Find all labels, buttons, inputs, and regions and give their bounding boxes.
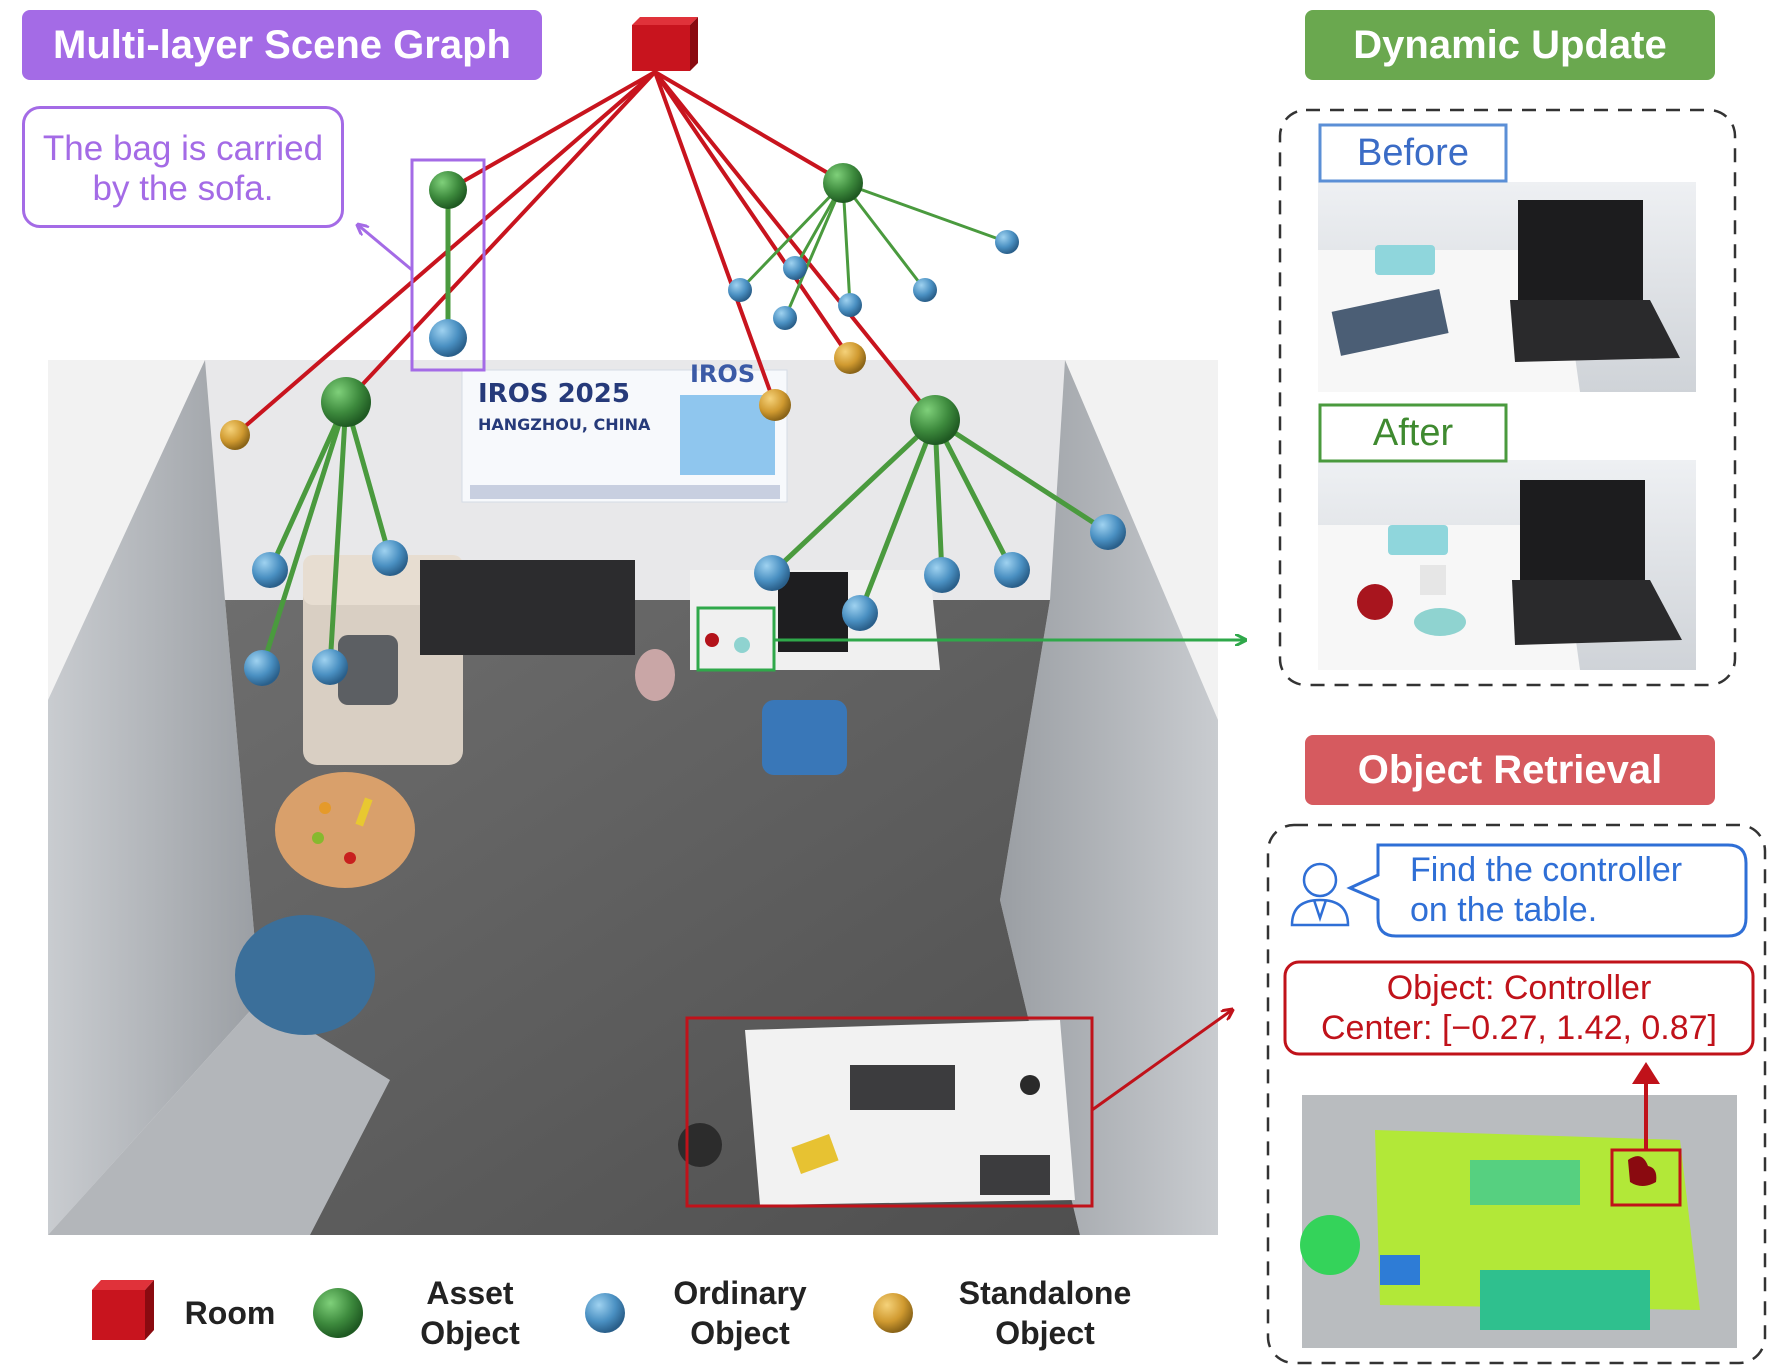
retrieval-arrow	[1091, 1010, 1232, 1112]
blue-chair	[762, 700, 847, 775]
query-line-1: Find the controller	[1410, 851, 1683, 889]
scene-graph-heading: Multi-layer Scene Graph	[22, 10, 542, 80]
asset-node	[321, 377, 371, 427]
poster-subtitle: HANGZHOU, CHINA	[478, 415, 651, 434]
ordinary-node	[913, 278, 937, 302]
annotation-line-2: by the sofa.	[92, 169, 274, 208]
ordinary-node	[842, 595, 878, 631]
standalone-node	[834, 342, 866, 374]
legend-room-line1: Room	[184, 1295, 276, 1331]
trash-bin	[635, 649, 675, 701]
poster-title: IROS 2025	[478, 379, 630, 409]
user-icon	[1290, 862, 1350, 927]
white-desk	[745, 1020, 1075, 1205]
legend-ordinary-line2: Object	[690, 1315, 790, 1351]
room-node-cube	[632, 17, 698, 71]
ordinary-node	[754, 555, 790, 591]
after-label: After	[1323, 408, 1503, 458]
carry-relation-box	[410, 158, 486, 372]
speech-bubble	[1346, 843, 1748, 938]
object-retrieval-heading: Object Retrieval	[1305, 735, 1715, 805]
before-photo	[1318, 182, 1696, 392]
result-text: Object: Controller Center: [−0.27, 1.42,…	[1288, 968, 1750, 1048]
ordinary-node	[783, 256, 807, 280]
office-desk-box	[685, 1016, 1094, 1208]
blue-armchair	[235, 915, 375, 1035]
desk	[690, 570, 940, 670]
query-text: Find the controller on the table.	[1410, 850, 1740, 930]
legend-ordinary-label: Ordinary Object	[655, 1273, 825, 1353]
right-wall	[1000, 360, 1218, 1235]
segmentation-image	[1300, 1095, 1737, 1348]
asset-node	[910, 395, 960, 445]
bag	[338, 635, 398, 705]
controller-arrowhead	[1632, 1062, 1660, 1084]
legend-asset-sphere	[313, 1288, 363, 1338]
annotation-arrow	[358, 225, 413, 272]
dynamic-update-panel	[1278, 108, 1737, 687]
asset-node	[429, 171, 467, 209]
ordinary-node	[924, 557, 960, 593]
legend-standalone-sphere	[873, 1293, 913, 1333]
annotation-bubble: The bag is carried by the sofa.	[22, 106, 344, 228]
ordinary-node	[429, 319, 467, 357]
legend-asset-line1: Asset	[426, 1275, 514, 1311]
legend-ordinary-sphere	[585, 1293, 625, 1333]
ordinary-node	[995, 230, 1019, 254]
ordinary-node	[372, 540, 408, 576]
legend-asset-label: Asset Object	[395, 1273, 545, 1353]
ordinary-node	[312, 649, 348, 685]
query-line-2: on the table.	[1410, 891, 1598, 929]
standalone-node	[220, 420, 250, 450]
legend-asset-line2: Object	[420, 1315, 520, 1351]
result-box	[1283, 960, 1755, 1056]
annotation-line-1: The bag is carried	[42, 129, 324, 168]
result-line-2: Center: [−0.27, 1.42, 0.87]	[1321, 1009, 1717, 1047]
left-wall	[48, 360, 260, 1235]
legend-standalone-label: Standalone Object	[940, 1273, 1150, 1353]
graph-nodes	[220, 17, 1126, 686]
ordinary-node	[994, 552, 1030, 588]
ordinary-node	[244, 650, 280, 686]
legend-room-cube	[92, 1280, 154, 1340]
standalone-node	[759, 389, 791, 421]
graph-edges	[233, 70, 1111, 671]
object-retrieval-panel	[1266, 823, 1767, 1365]
ordinary-node	[838, 293, 862, 317]
after-photo	[1318, 460, 1696, 670]
legend	[92, 1280, 913, 1340]
asset-node	[823, 163, 863, 203]
black-board	[420, 560, 635, 655]
poster-logo: IROS	[690, 360, 755, 388]
round-table	[275, 772, 415, 888]
dynamic-update-heading: Dynamic Update	[1305, 10, 1715, 80]
ordinary-node	[773, 306, 797, 330]
legend-standalone-line1: Standalone	[958, 1275, 1132, 1311]
ordinary-node	[728, 278, 752, 302]
legend-room-label: Room	[170, 1293, 290, 1333]
legend-standalone-line2: Object	[995, 1315, 1095, 1351]
before-label: Before	[1323, 128, 1503, 178]
legend-ordinary-line1: Ordinary	[673, 1275, 807, 1311]
room-reconstruction: IROS 2025 HANGZHOU, CHINA IROS	[48, 360, 1218, 1235]
result-line-1: Object: Controller	[1386, 969, 1652, 1007]
poster: IROS 2025 HANGZHOU, CHINA IROS	[461, 360, 788, 503]
ordinary-node	[1090, 514, 1126, 550]
ordinary-node	[252, 552, 288, 588]
